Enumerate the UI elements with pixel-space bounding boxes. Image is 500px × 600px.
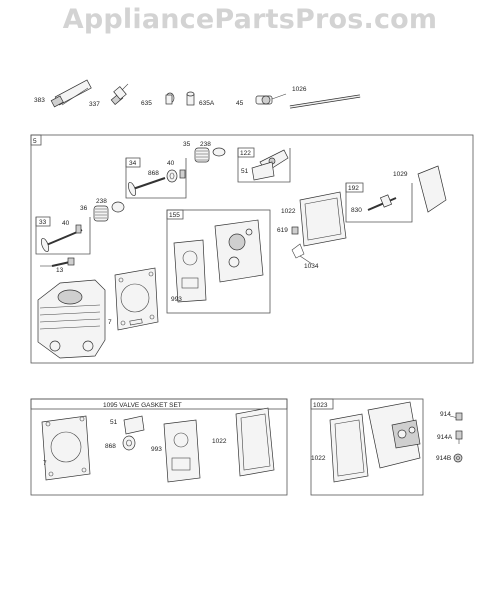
- label-914b: 914B: [436, 455, 451, 462]
- part-868-set-valve-seal[interactable]: [122, 435, 136, 451]
- part-914a-screw[interactable]: [455, 430, 463, 444]
- part-914b-nut[interactable]: [453, 453, 463, 463]
- label-993-main: 993: [171, 296, 182, 303]
- label-51-top: 51: [241, 168, 249, 175]
- box-122-frame: [237, 148, 291, 183]
- label-box-33: 33: [39, 219, 47, 226]
- part-36-valve-spring[interactable]: [93, 205, 109, 222]
- valve-gasket-set-header: [30, 398, 288, 410]
- box-155-frame: [166, 209, 271, 314]
- part-7-head-gasket[interactable]: [114, 267, 159, 331]
- part-51-guide-plate-top[interactable]: [251, 161, 275, 181]
- part-619-screw[interactable]: [291, 226, 299, 235]
- label-993-set: 993: [151, 446, 162, 453]
- part-1022-set-cover-gasket[interactable]: [235, 407, 275, 477]
- part-40-keeper-lower[interactable]: [75, 224, 82, 234]
- label-635a: 635A: [199, 100, 215, 107]
- box-122-tag: [237, 147, 255, 158]
- part-635a-bushing[interactable]: [186, 91, 195, 106]
- assembly-box-5: [30, 134, 474, 364]
- label-914a: 914A: [437, 434, 453, 441]
- label-40-top: 40: [167, 160, 175, 167]
- label-914: 914: [440, 411, 451, 418]
- label-35: 35: [183, 141, 191, 148]
- label-box-122: 122: [240, 150, 251, 157]
- part-1034-clip[interactable]: [291, 243, 313, 265]
- part-1029-breather-tube[interactable]: [417, 165, 447, 213]
- box-33-tag: [35, 216, 51, 227]
- label-7-set: 7: [43, 460, 47, 467]
- part-993-set-breather-gasket[interactable]: [163, 419, 201, 483]
- part-1022-rocker-cover-gasket-kit[interactable]: [329, 413, 369, 483]
- watermark-logo: AppliancePartsPros.com: [62, 4, 438, 35]
- part-45-rocker-stud[interactable]: [255, 93, 287, 105]
- label-868-top: 868: [148, 170, 159, 177]
- part-383-push-rod-tube[interactable]: [50, 79, 92, 108]
- box-1023-frame: [310, 398, 424, 496]
- part-830-breather-valve[interactable]: [367, 194, 397, 211]
- box-34-tag: [125, 157, 141, 168]
- box-155-tag: [166, 209, 184, 220]
- label-box-192: 192: [348, 185, 359, 192]
- label-51-set: 51: [110, 419, 118, 426]
- part-33-intake-valve[interactable]: [40, 229, 83, 253]
- box-192-frame: [345, 183, 413, 223]
- part-238-retainer-mid[interactable]: [111, 201, 125, 213]
- label-1026: 1026: [292, 86, 307, 93]
- label-1034: 1034: [304, 263, 319, 270]
- part-238-retainer-top[interactable]: [212, 147, 226, 157]
- part-51-set-guide-plate[interactable]: [123, 415, 145, 435]
- part-7-set-head-gasket[interactable]: [41, 415, 91, 481]
- label-box-1023: 1023: [313, 402, 328, 409]
- label-1029: 1029: [393, 171, 408, 178]
- label-box-155: 155: [169, 212, 180, 219]
- part-993-breather-gasket[interactable]: [173, 239, 207, 303]
- label-box-34: 34: [129, 160, 137, 167]
- part-35-valve-spring[interactable]: [194, 147, 210, 163]
- label-635: 635: [141, 100, 152, 107]
- label-40-lower: 40: [62, 220, 70, 227]
- box-33-frame: [35, 217, 91, 255]
- label-238-mid: 238: [96, 198, 107, 205]
- label-337: 337: [89, 101, 100, 108]
- label-619: 619: [277, 227, 288, 234]
- label-1022-main: 1022: [281, 208, 296, 215]
- part-cylinder-head[interactable]: [37, 279, 106, 359]
- label-383: 383: [34, 97, 45, 104]
- label-box-5: 5: [33, 138, 37, 145]
- box-192-tag: [345, 182, 364, 193]
- part-868-valve-seal-top[interactable]: [166, 169, 178, 183]
- label-1022-kit: 1022: [311, 455, 326, 462]
- label-13: 13: [56, 267, 64, 274]
- box-1023-tag: [310, 398, 334, 410]
- label-45: 45: [236, 100, 244, 107]
- part-635-bushing[interactable]: [165, 92, 175, 105]
- label-7-main: 7: [108, 319, 112, 326]
- part-34-exhaust-valve[interactable]: [127, 177, 166, 197]
- box-34-frame: [125, 158, 187, 199]
- label-36: 36: [80, 205, 88, 212]
- part-1026-push-rod[interactable]: [289, 94, 361, 109]
- label-1022-set: 1022: [212, 438, 227, 445]
- label-868-set: 868: [105, 443, 116, 450]
- part-40-keeper-top[interactable]: [179, 169, 186, 179]
- valve-gasket-set-title: 1095 VALVE GASKET SET: [103, 402, 182, 409]
- part-155-breather-assembly[interactable]: [214, 219, 264, 283]
- part-1022-rocker-cover-gasket[interactable]: [299, 191, 347, 247]
- part-1023-rocker-cover[interactable]: [367, 401, 421, 469]
- part-914-screw[interactable]: [449, 412, 463, 421]
- part-13-head-bolt[interactable]: [40, 257, 75, 267]
- box-5-tag: [30, 134, 42, 146]
- label-238-top: 238: [200, 141, 211, 148]
- label-830: 830: [351, 207, 362, 214]
- part-337-spark-plug[interactable]: [110, 83, 129, 106]
